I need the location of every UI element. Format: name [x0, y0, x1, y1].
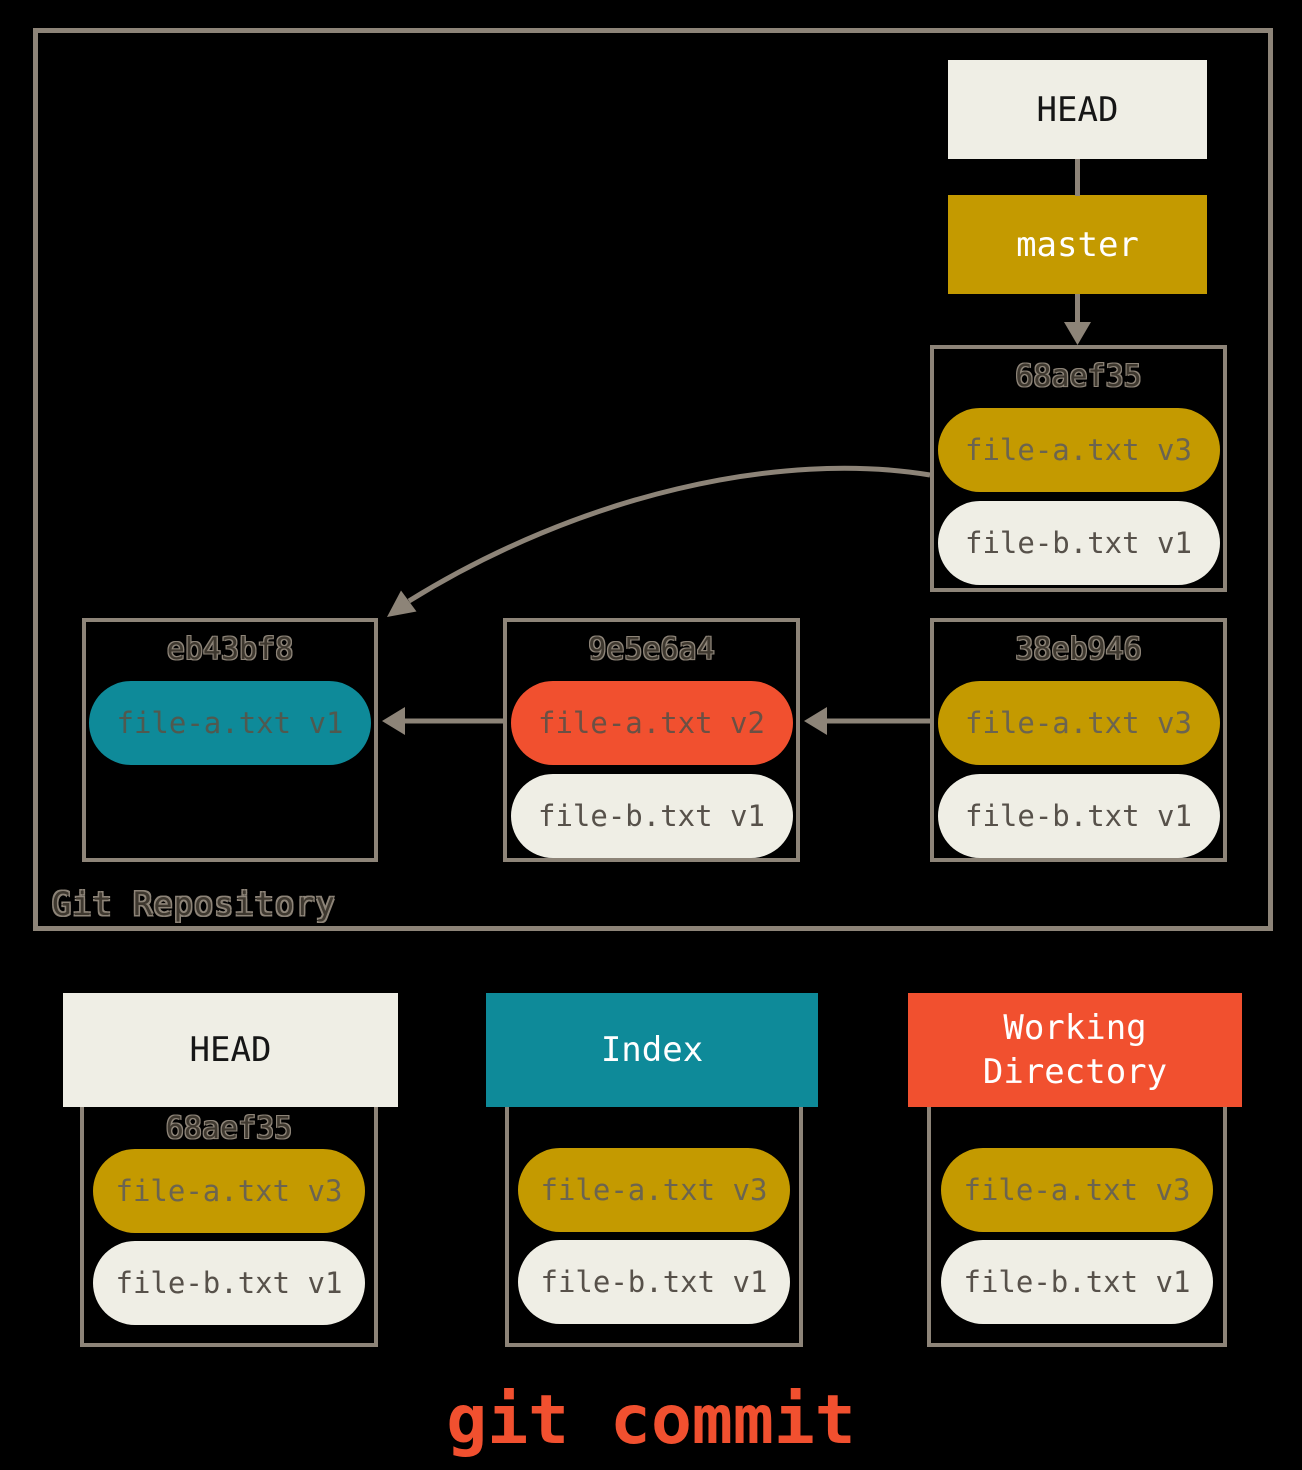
head-area-header: HEAD	[63, 993, 398, 1107]
commit-id: 68aef35	[1015, 359, 1142, 394]
file-blob-pill: file-a.txt v1	[89, 681, 371, 765]
file-blob-label: file-b.txt v1	[965, 526, 1192, 560]
file-blob-label: file-b.txt v1	[538, 799, 765, 833]
file-blob-pill: file-b.txt v1	[518, 1240, 790, 1324]
commit-id: 9e5e6a4	[588, 632, 715, 667]
file-blob-pill: file-b.txt v1	[937, 501, 1220, 585]
working-directory-area-title: Working Directory	[982, 1007, 1168, 1092]
commit-id: 68aef35	[165, 1111, 293, 1146]
commit-box-68aef35: 68aef35 file-a.txt v3 file-b.txt v1	[930, 345, 1227, 592]
file-blob-pill: file-b.txt v1	[510, 774, 793, 858]
file-blob-pill: file-b.txt v1	[937, 774, 1220, 858]
file-blob-pill: file-b.txt v1	[93, 1241, 365, 1325]
file-blob-pill: file-b.txt v1	[941, 1240, 1213, 1324]
file-blob-label: file-a.txt v1	[116, 706, 344, 740]
file-blob-label: file-a.txt v3	[115, 1174, 343, 1208]
file-blob-pill: file-a.txt v3	[518, 1148, 790, 1232]
commit-id: eb43bf8	[166, 632, 294, 667]
git-repository-label: Git Repository	[52, 885, 336, 923]
file-blob-label: file-b.txt v1	[963, 1265, 1191, 1299]
commit-id: 38eb946	[1015, 632, 1142, 667]
head-ref-label: HEAD	[1036, 89, 1119, 130]
file-blob-label: file-a.txt v3	[965, 433, 1192, 467]
file-blob-label: file-b.txt v1	[115, 1266, 343, 1300]
caption-git-commit: git commit	[446, 1381, 856, 1460]
index-area-title: Index	[600, 1029, 704, 1070]
head-ref-box: HEAD	[948, 60, 1207, 159]
master-branch-box: master	[948, 195, 1207, 294]
commit-box-eb43bf8: eb43bf8 file-a.txt v1	[82, 618, 378, 862]
git-repository-box	[33, 28, 1273, 931]
file-blob-pill: file-a.txt v3	[937, 681, 1220, 765]
working-directory-area-body: file-a.txt v3 file-b.txt v1	[927, 1107, 1227, 1347]
head-area-body: 68aef35 file-a.txt v3 file-b.txt v1	[80, 1107, 378, 1347]
file-blob-pill: file-a.txt v3	[937, 408, 1220, 492]
master-branch-label: master	[1016, 224, 1139, 265]
file-blob-label: file-a.txt v3	[965, 706, 1192, 740]
file-blob-label: file-a.txt v3	[540, 1173, 768, 1207]
index-area-header: Index	[486, 993, 818, 1107]
file-blob-label: file-a.txt v3	[963, 1173, 1191, 1207]
file-blob-pill: file-a.txt v3	[941, 1148, 1213, 1232]
file-blob-label: file-b.txt v1	[540, 1265, 768, 1299]
file-blob-label: file-a.txt v2	[538, 706, 765, 740]
index-area-body: file-a.txt v3 file-b.txt v1	[505, 1107, 803, 1347]
file-blob-pill: file-a.txt v2	[510, 681, 793, 765]
working-directory-area-header: Working Directory	[908, 993, 1242, 1107]
file-blob-label: file-b.txt v1	[965, 799, 1192, 833]
file-blob-pill: file-a.txt v3	[93, 1149, 365, 1233]
head-area-title: HEAD	[189, 1029, 272, 1070]
commit-box-9e5e6a4: 9e5e6a4 file-a.txt v2 file-b.txt v1	[503, 618, 800, 862]
commit-box-38eb946: 38eb946 file-a.txt v3 file-b.txt v1	[930, 618, 1227, 862]
